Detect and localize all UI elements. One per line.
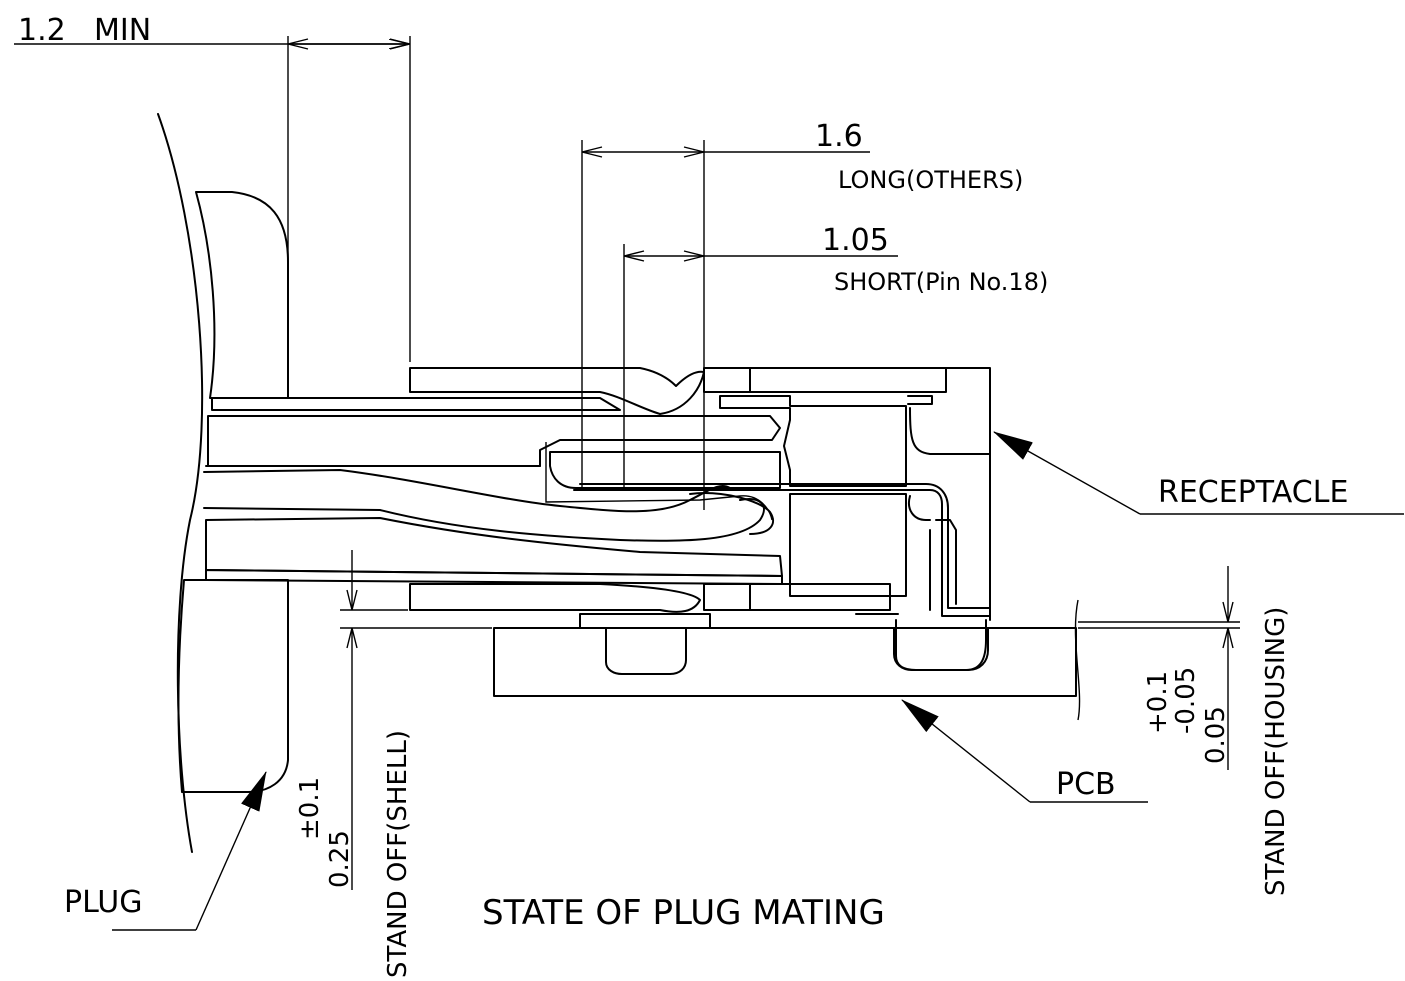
short-dim-note: SHORT(Pin No.18) (834, 268, 1048, 296)
leader-plug (112, 771, 267, 931)
leader-receptacle (993, 431, 1404, 515)
min-dim-suffix: MIN (94, 13, 151, 48)
dim-standoff-housing (1078, 566, 1240, 770)
shell-standoff-value: 0.25 (325, 830, 355, 888)
plug-contact (203, 469, 775, 542)
long-dim-note: LONG(OTHERS) (838, 166, 1023, 194)
min-dim-value: 1.2 (18, 13, 66, 48)
diagram-caption: STATE OF PLUG MATING (482, 893, 885, 933)
plug-body (157, 113, 289, 853)
plug-shell-top (205, 397, 781, 467)
dim-short-contact (623, 244, 898, 488)
housing-standoff-note: STAND OFF(HOUSING) (1261, 607, 1291, 896)
leader-pcb (901, 699, 1148, 803)
receptacle-label: RECEPTACLE (1158, 475, 1348, 510)
plug-shell-bottom (205, 517, 783, 585)
shell-standoff-tolerance: ±0.1 (295, 777, 325, 840)
housing-standoff-value: 0.05 (1201, 706, 1231, 764)
receptacle-housing (409, 367, 991, 671)
short-dim-value: 1.05 (822, 223, 889, 258)
plug-label: PLUG (64, 885, 143, 920)
housing-standoff-tol-plus: +0.1 (1143, 671, 1173, 734)
pcb-board (493, 599, 1081, 721)
dim-long-contact (581, 140, 870, 510)
pcb-label: PCB (1056, 767, 1116, 802)
housing-standoff-tol-minus: -0.05 (1171, 667, 1201, 734)
shell-standoff-note: STAND OFF(SHELL) (383, 730, 413, 978)
dim-standoff-shell (340, 550, 492, 890)
long-dim-value: 1.6 (815, 119, 863, 154)
dim-min-clearance (14, 36, 411, 398)
